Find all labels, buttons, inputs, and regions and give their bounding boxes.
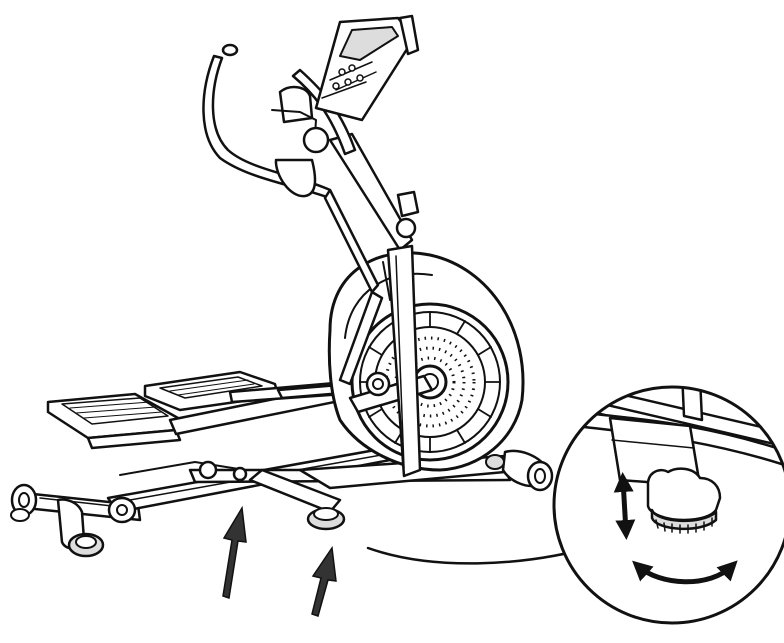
moving-handlebars xyxy=(202,43,384,386)
front-stabilizer xyxy=(248,449,554,531)
upright-mast xyxy=(328,132,422,478)
console xyxy=(271,14,420,198)
leveler-detail-zoom xyxy=(552,385,784,625)
up-arrow-icon xyxy=(311,545,337,617)
vertical-double-arrow-icon xyxy=(613,472,636,540)
up-arrow-icon xyxy=(222,505,247,599)
curved-double-arrow-icon xyxy=(632,560,738,585)
elliptical-machine xyxy=(10,14,554,558)
